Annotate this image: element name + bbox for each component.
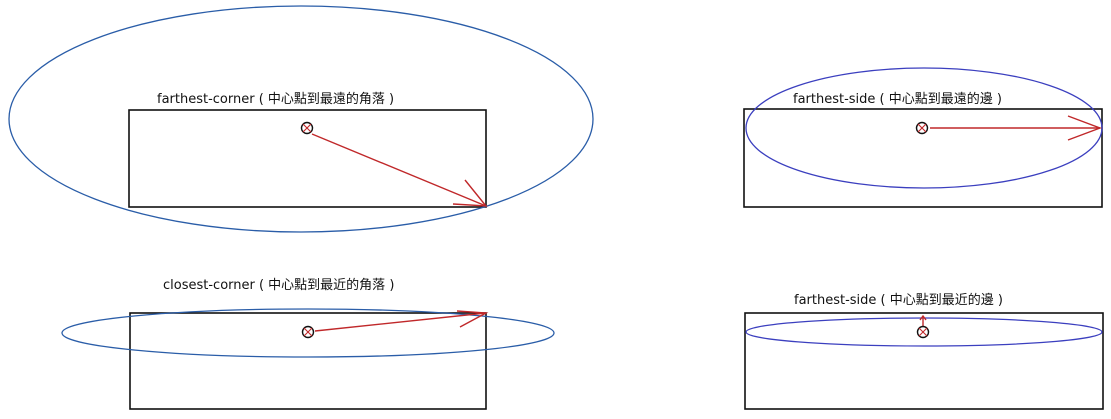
box-farthest-corner <box>128 109 487 208</box>
label-farthest-corner: farthest-corner ( 中心點到最遠的角落 ) <box>157 91 394 107</box>
arrowhead-farthest-corner <box>452 179 488 207</box>
ellipse-closest-corner <box>61 308 555 358</box>
box-farthest-side-top <box>743 108 1103 208</box>
center-marker-closest-corner <box>301 325 315 339</box>
label-farthest-side-bottom: farthest-side ( 中心點到最近的邊 ) <box>794 292 1003 308</box>
panel-farthest-side-top: farthest-side ( 中心點到最遠的邊 ) <box>743 67 1103 208</box>
ellipse-farthest-side-bottom <box>745 317 1103 347</box>
center-marker-farthest-side-top <box>915 121 929 135</box>
label-farthest-side-top: farthest-side ( 中心點到最遠的邊 ) <box>793 91 1002 107</box>
panel-closest-corner: closest-corner ( 中心點到最近的角落 ) <box>61 277 555 410</box>
center-marker-farthest-side-bottom <box>916 325 930 339</box>
arrow-line-closest-corner <box>314 312 487 332</box>
ellipse-farthest-side-top <box>745 67 1103 189</box>
arrowhead-closest-corner <box>456 310 489 328</box>
panel-farthest-corner: farthest-corner ( 中心點到最遠的角落 ) <box>8 5 594 233</box>
arrowhead-farthest-side-bottom <box>919 314 927 321</box>
ellipse-farthest-corner <box>8 5 594 233</box>
label-closest-corner: closest-corner ( 中心點到最近的角落 ) <box>163 277 394 293</box>
panel-farthest-side-bottom: farthest-side ( 中心點到最近的邊 ) <box>744 292 1104 410</box>
center-marker-farthest-corner <box>300 121 314 135</box>
box-farthest-side-bottom <box>744 312 1104 410</box>
arrow-line-farthest-corner <box>311 133 487 207</box>
box-closest-corner <box>129 312 487 410</box>
arrowhead-farthest-side-top <box>1067 115 1102 141</box>
